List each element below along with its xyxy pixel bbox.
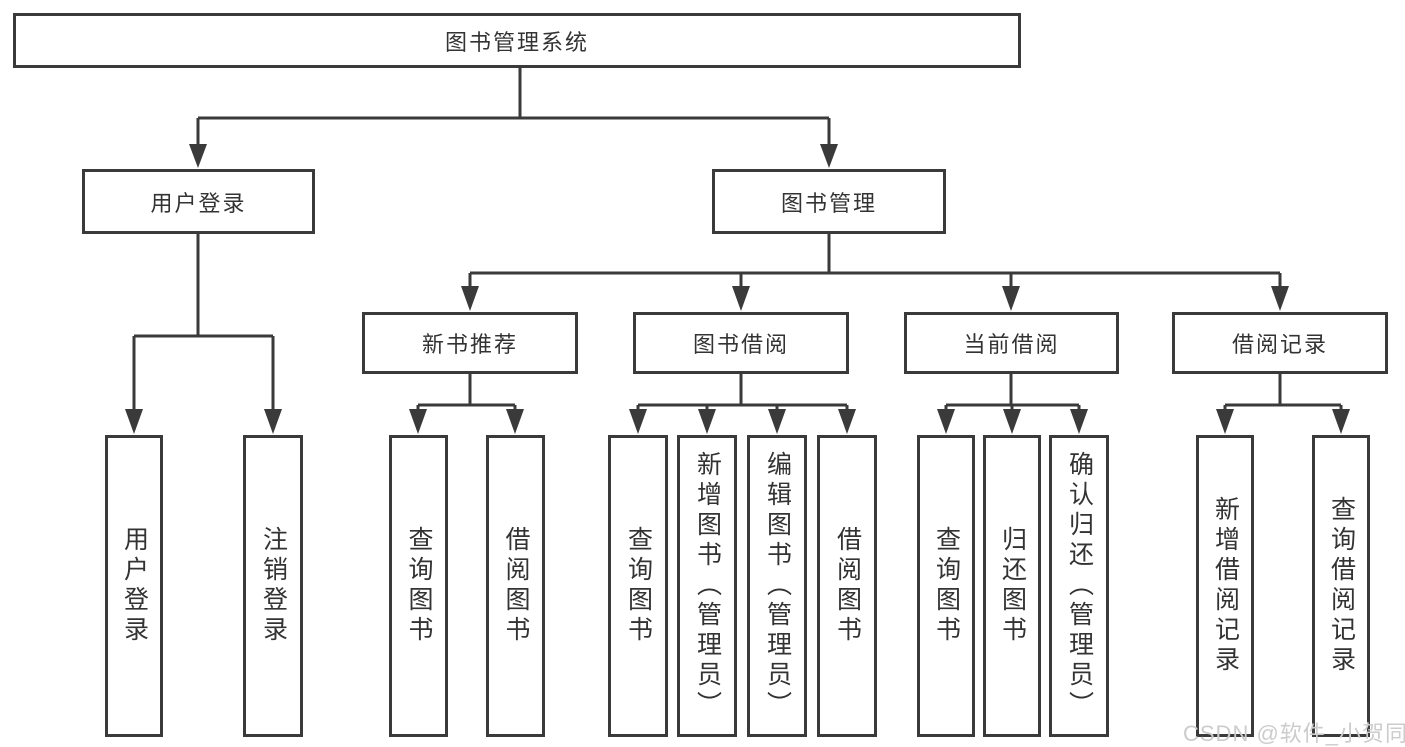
node-leaf-borrow-book-rec: 借阅图书 [486, 435, 545, 737]
node-leaf-confirm-return-label: 确认归还（管理员） [1065, 451, 1094, 721]
node-leaf-logout: 注销登录 [243, 435, 303, 737]
node-leaf-query-book-rec: 查询图书 [389, 435, 448, 737]
node-leaf-borrow-book-borrow: 借阅图书 [817, 435, 877, 737]
node-book-management-label: 图书管理 [780, 190, 877, 216]
node-root-label: 图书管理系统 [444, 29, 589, 55]
node-leaf-edit-book-label: 编辑图书（管理员） [763, 451, 792, 721]
node-borrowing-records-label: 借阅记录 [1231, 332, 1328, 357]
node-leaf-query-borrow-record: 查询借阅记录 [1312, 435, 1370, 737]
node-leaf-query-book-borrow-label: 查询图书 [624, 526, 653, 646]
connector-arrowheads [125, 144, 1350, 434]
node-leaf-query-borrow-record-label: 查询借阅记录 [1327, 496, 1356, 676]
node-leaf-return-book-label: 归还图书 [998, 526, 1027, 646]
node-borrowing-records: 借阅记录 [1172, 312, 1388, 374]
node-leaf-return-book: 归还图书 [983, 435, 1041, 737]
node-leaf-add-book-label: 新增图书（管理员） [693, 451, 722, 721]
node-book-management: 图书管理 [712, 169, 946, 234]
node-user-login-label: 用户登录 [150, 190, 247, 216]
node-leaf-add-book: 新增图书（管理员） [677, 435, 737, 737]
node-leaf-query-book-borrow: 查询图书 [608, 435, 668, 737]
node-leaf-logout-label: 注销登录 [259, 526, 288, 646]
node-leaf-user-login-label: 用户登录 [120, 526, 149, 646]
node-leaf-confirm-return: 确认归还（管理员） [1049, 435, 1109, 737]
csdn-watermark: CSDN @软件_小贺同学 [1183, 721, 1405, 746]
node-book-borrowing: 图书借阅 [633, 312, 849, 374]
node-leaf-borrow-book-rec-label: 借阅图书 [502, 526, 530, 646]
node-current-borrowing-label: 当前借阅 [963, 332, 1060, 357]
node-new-book-recommendation-label: 新书推荐 [421, 332, 518, 357]
node-leaf-user-login: 用户登录 [105, 435, 163, 737]
node-current-borrowing: 当前借阅 [904, 312, 1119, 374]
node-leaf-query-book-current: 查询图书 [917, 435, 975, 737]
node-leaf-edit-book: 编辑图书（管理员） [747, 435, 807, 737]
node-new-book-recommendation: 新书推荐 [362, 312, 578, 374]
node-leaf-add-borrow-record: 新增借阅记录 [1196, 435, 1254, 737]
node-book-borrowing-label: 图书借阅 [692, 332, 789, 357]
node-leaf-query-book-current-label: 查询图书 [932, 526, 961, 646]
node-user-login: 用户登录 [82, 169, 315, 234]
node-leaf-add-borrow-record-label: 新增借阅记录 [1211, 496, 1240, 676]
node-leaf-query-book-rec-label: 查询图书 [405, 526, 433, 646]
node-root: 图书管理系统 [13, 13, 1021, 68]
node-leaf-borrow-book-borrow-label: 借阅图书 [833, 526, 862, 646]
